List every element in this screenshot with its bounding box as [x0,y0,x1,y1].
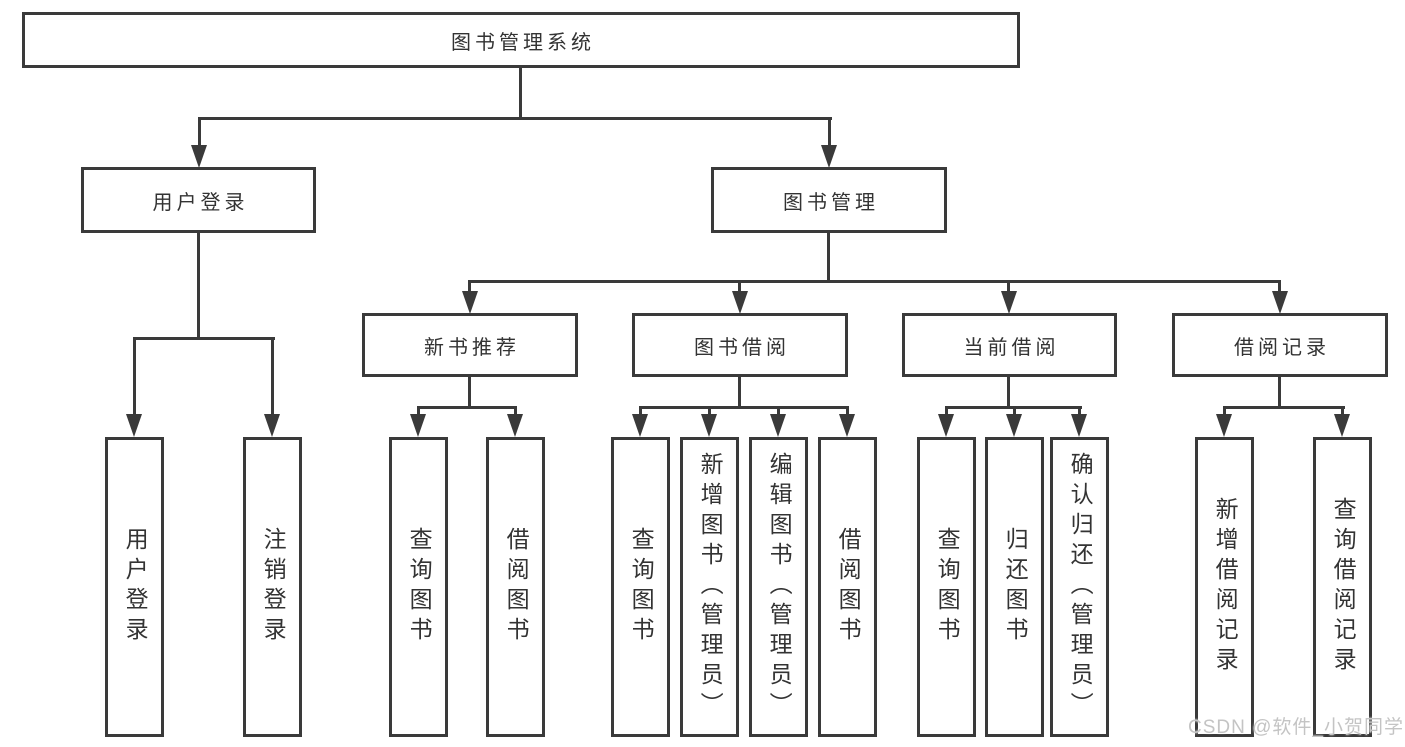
leaf-confirm-return-admin: 确认归还（管理员） [1050,437,1109,737]
arrow-down [410,414,426,437]
arrow-down [821,145,837,168]
connector-line [639,406,849,409]
arrow-down [1216,414,1232,437]
node-user-login: 用户登录 [81,167,316,233]
connector-line [1078,406,1081,418]
leaf-label: 新增图书（管理员） [697,452,724,722]
connector-line [468,280,471,296]
leaf-borrow-book-2: 借阅图书 [818,437,877,737]
connector-line [514,406,517,418]
leaf-label: 确认归还（管理员） [1067,452,1094,722]
arrow-down [732,291,748,314]
leaf-query-book-1: 查询图书 [389,437,448,737]
leaf-label: 借阅图书 [835,527,862,647]
leaf-label: 编辑图书（管理员） [766,452,793,722]
connector-line [1223,406,1226,418]
connector-line [828,117,831,150]
connector-line [945,406,948,418]
connector-line [197,233,200,337]
connector-line [1007,280,1010,296]
leaf-add-borrow-record: 新增借阅记录 [1195,437,1254,737]
connector-line [738,377,741,406]
leaf-query-borrow-record: 查询借阅记录 [1313,437,1372,737]
connector-line [133,337,275,340]
csdn-watermark: CSDN @软件_小贺同学 [1188,717,1404,738]
connector-line [846,406,849,418]
leaf-label: 注销登录 [260,527,287,647]
arrow-down [264,414,280,437]
connector-line [271,337,274,418]
leaf-label: 借阅图书 [503,527,530,647]
leaf-return-book: 归还图书 [985,437,1044,737]
arrow-down [1334,414,1350,437]
node-book-borrow: 图书借阅 [632,313,848,377]
leaf-label: 用户登录 [122,527,149,647]
connector-line [417,406,420,418]
connector-line [639,406,642,418]
leaf-label: 查询图书 [406,527,433,647]
node-borrow-record: 借阅记录 [1172,313,1388,377]
leaf-borrow-book-1: 借阅图书 [486,437,545,737]
connector-line [468,377,471,406]
connector-line [1223,406,1345,409]
connector-line [1278,377,1281,406]
arrow-down [1272,291,1288,314]
node-root: 图书管理系统 [22,12,1020,68]
node-current-borrow: 当前借阅 [902,313,1117,377]
connector-line [417,406,517,409]
arrow-down [839,414,855,437]
arrow-down [632,414,648,437]
arrow-down [462,291,478,314]
node-book-management: 图书管理 [711,167,947,233]
leaf-label: 查询图书 [628,527,655,647]
arrow-down [507,414,523,437]
leaf-edit-book-admin: 编辑图书（管理员） [749,437,808,737]
arrow-down [701,414,717,437]
leaf-label: 新增借阅记录 [1212,497,1239,677]
leaf-label: 查询借阅记录 [1330,497,1357,677]
connector-line [1341,406,1344,418]
node-new-book-recommend: 新书推荐 [362,313,578,377]
leaf-logout: 注销登录 [243,437,302,737]
connector-line [1278,280,1281,296]
leaf-label: 归还图书 [1002,527,1029,647]
connector-line [827,233,830,280]
connector-line [708,406,711,418]
connector-line [198,117,832,120]
connector-line [738,280,741,296]
arrow-down [126,414,142,437]
leaf-user-login: 用户登录 [105,437,164,737]
leaf-add-book-admin: 新增图书（管理员） [680,437,739,737]
leaf-label: 查询图书 [934,527,961,647]
arrow-down [938,414,954,437]
leaf-query-book-2: 查询图书 [611,437,670,737]
connector-line [1013,406,1016,418]
arrow-down [770,414,786,437]
arrow-down [1071,414,1087,437]
arrow-down [1001,291,1017,314]
leaf-query-book-3: 查询图书 [917,437,976,737]
connector-line [777,406,780,418]
connector-line [468,280,1281,283]
connector-line [519,67,522,117]
connector-line [133,337,136,418]
connector-line [198,117,201,150]
connector-line [1007,377,1010,406]
arrow-down [191,145,207,168]
arrow-down [1006,414,1022,437]
